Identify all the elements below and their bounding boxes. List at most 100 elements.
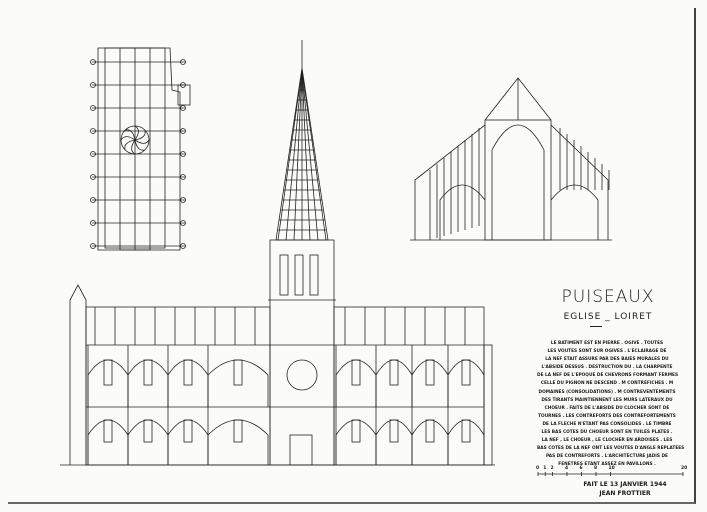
note-line: L'ABSIDE DESSUS . DESTRUCTION DU . LA CH…: [541, 365, 673, 371]
drawing-subtitle: EGLISE _ LOIRET: [563, 312, 653, 322]
clerestory-window: [233, 359, 243, 386]
clerestory-window: [389, 359, 399, 386]
pillar: [90, 174, 96, 180]
lower-arch: [87, 419, 129, 465]
scale-label: 4: [565, 466, 569, 471]
pillar: [180, 105, 186, 111]
nave-left: [85, 306, 271, 466]
pillar: [180, 151, 186, 157]
pillar: [90, 105, 96, 111]
upper-arch: [411, 359, 449, 407]
lower-arch: [167, 419, 209, 465]
vault-rib: [134, 130, 146, 141]
footer: FAIT LE 13 JANVIER 1944 JEAN FROTTIER: [570, 480, 680, 498]
author-name: JEAN FROTTIER: [599, 490, 651, 497]
floor-plan: [90, 47, 191, 251]
plan-outline: [97, 47, 181, 251]
right-aisle-arch: [550, 184, 599, 240]
west-door: [289, 434, 313, 466]
aisle-window: [233, 419, 243, 443]
note-line: TOURNES . LES CONTREFORTS DES CONTREFORT…: [538, 413, 676, 419]
vault-rib: [131, 139, 136, 155]
note-line: DOMAINES (CONSOLIDATIONS) . M CONTREVENT…: [538, 389, 676, 395]
scale-label: 2: [550, 466, 554, 471]
scale-bar: [537, 472, 684, 476]
pillar: [180, 197, 186, 203]
lower-arch: [207, 419, 269, 465]
scale-label: 0: [536, 466, 540, 471]
right-aisle-roof: [550, 124, 609, 240]
clerestory-window: [143, 359, 153, 386]
note-line: PAS DE CONTREFORTS . L'ARCHITECTURE JADI…: [546, 454, 668, 460]
aisle-window: [461, 419, 471, 443]
aisle-window: [425, 419, 435, 443]
note-line: CELLE DU PIGNON NE DESCEND . M CONTREFIC…: [540, 381, 674, 387]
nave-walls: [484, 119, 552, 241]
pillar: [90, 220, 96, 226]
nave-arch: [491, 124, 545, 240]
pillar: [180, 59, 186, 65]
lower-arch: [127, 419, 169, 465]
clerestory-window: [103, 359, 113, 386]
note-line: DES TIRANTS MAINTIENNENT LES MURS LATERA…: [541, 397, 673, 403]
pillar: [90, 197, 96, 203]
aisle-window: [389, 419, 399, 443]
scale-label: 8: [594, 466, 598, 471]
sheet-border: [8, 8, 696, 504]
upper-arch: [127, 359, 169, 407]
vault-rib: [120, 136, 136, 141]
upper-arch: [207, 359, 269, 407]
spire-rib: [293, 69, 303, 241]
note-line: DE LA FLECHE N'ETANT PAS CONSOLIDES . LE…: [542, 421, 672, 427]
clerestory-window: [183, 359, 193, 386]
note-line: LA NEF ETAIT ASSURE PAR DES BAIES MURALE…: [545, 357, 669, 363]
spire-rib: [301, 69, 311, 241]
note-line: LES BAS COTES DU CHOEUR SONT EN TUILES P…: [541, 430, 673, 436]
spire-rib: [301, 69, 327, 241]
upper-arch: [167, 359, 209, 407]
scale-label: 6: [579, 466, 583, 471]
description-notes: LE BATIMENT EST EN PIERRE . OGIVE . TOUT…: [537, 340, 685, 470]
pillar: [180, 128, 186, 134]
upper-arch: [87, 359, 129, 407]
spire-rib: [277, 69, 303, 241]
aisle-window: [183, 419, 193, 443]
pillar: [90, 59, 96, 65]
aisle-window: [143, 419, 153, 443]
left-aisle-arch: [439, 184, 486, 240]
vault-rib: [134, 125, 139, 141]
porch: [177, 84, 191, 106]
note-line: LES VOUTES SONT SUR OGIVES . L'ECLAIRAGE…: [547, 349, 667, 355]
vault-rib: [134, 139, 145, 151]
pillar: [180, 243, 186, 249]
note-line: FENETRES ETANT ASSEZ EN PAVILLONS .: [558, 462, 656, 468]
scale-label: 20: [681, 466, 688, 471]
upper-arch: [447, 359, 485, 407]
spire-rib: [285, 69, 303, 241]
lower-arch: [375, 419, 413, 465]
date-line: FAIT LE 13 JANVIER 1944: [583, 481, 667, 488]
rose-window: [286, 359, 318, 391]
lower-arch: [447, 419, 485, 465]
spire-rib: [301, 69, 319, 241]
aisle-window: [103, 419, 113, 443]
belfry-opening: [279, 254, 289, 296]
clerestory-window: [425, 359, 435, 386]
cross-section: [410, 77, 612, 241]
note-line: DE LA NEF DE L'EPOQUE DE CHEVRONS FORMAN…: [537, 373, 679, 379]
pillar: [180, 220, 186, 226]
left-aisle-roof: [414, 124, 486, 240]
scale-label: 10: [608, 466, 615, 471]
clerestory-window: [461, 359, 471, 386]
pillar: [90, 151, 96, 157]
note-line: LE BATIMENT EST EN PIERRE . OGIVE . TOUT…: [550, 341, 664, 346]
lower-arch: [411, 419, 449, 465]
nave-right: [333, 306, 485, 466]
west-buttress: [69, 284, 87, 465]
note-line: BAS COTES DE LA NEF ONT LES VOUTES D'ANG…: [537, 446, 685, 452]
pillar: [90, 243, 96, 249]
east-buttress: [483, 344, 493, 466]
belfry-opening: [309, 254, 319, 296]
